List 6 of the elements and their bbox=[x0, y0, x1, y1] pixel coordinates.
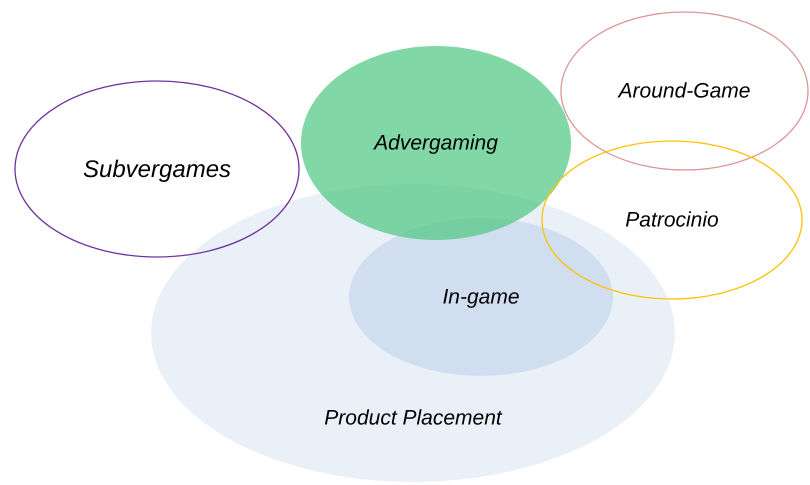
ellipse-label: Subvergames bbox=[82, 155, 232, 185]
ellipse-label: Product Placement bbox=[324, 405, 502, 432]
ellipse-label: Advergaming bbox=[374, 130, 498, 156]
ellipse-label: Around-Game bbox=[618, 78, 750, 104]
ellipse-label: Patrocinio bbox=[625, 207, 719, 234]
ellipse-label: In-game bbox=[442, 284, 520, 310]
